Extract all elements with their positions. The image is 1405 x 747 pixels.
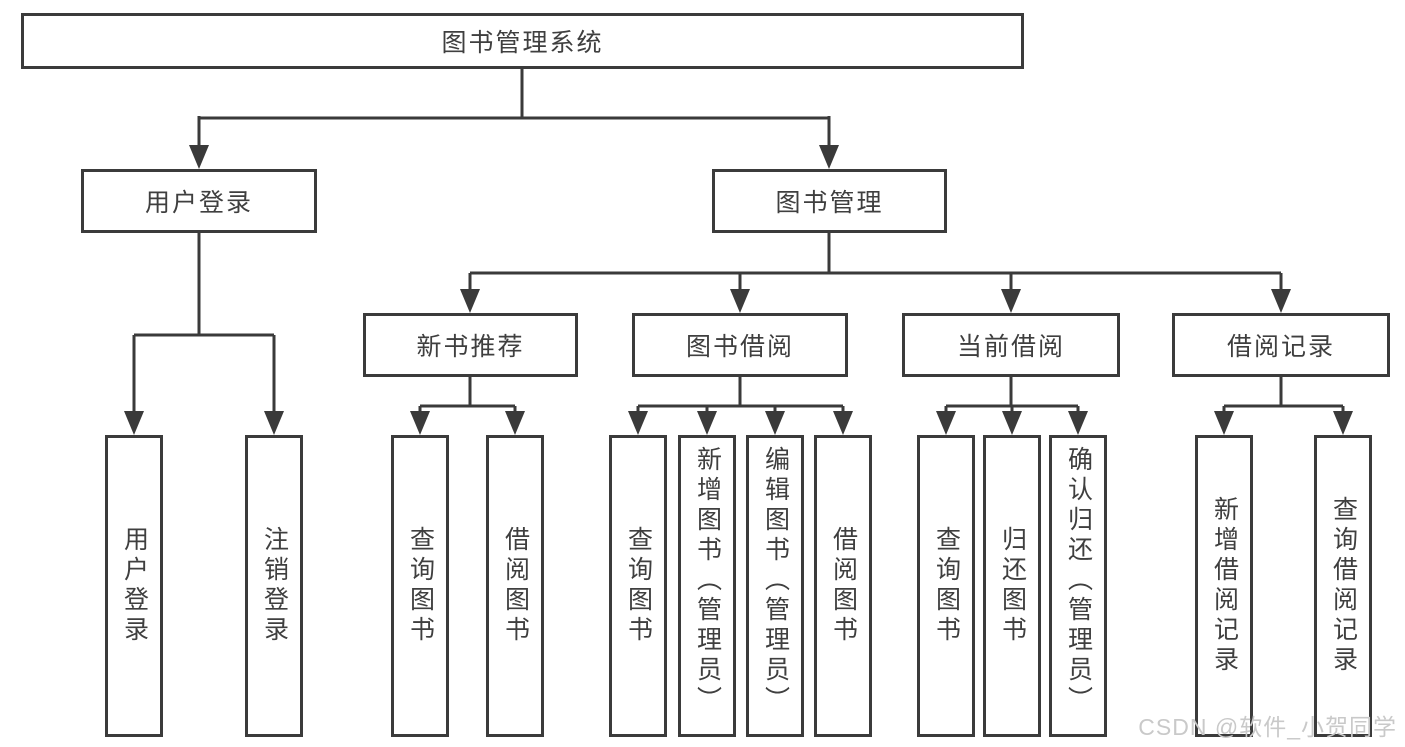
leaf-confirm-return-admin: 确认归还（管理员） (1049, 435, 1107, 737)
node-label: 归还图书 (998, 526, 1027, 646)
leaf-add-borrow-record: 新增借阅记录 (1195, 435, 1253, 737)
node-label: 新增借阅记录 (1210, 496, 1239, 676)
node-current-borrowing: 当前借阅 (902, 313, 1120, 377)
connector-new-book-recommend-branch (418, 377, 517, 417)
arrow-down-icon (189, 145, 839, 169)
node-label: 确认归还（管理员） (1064, 446, 1093, 716)
node-label: 新增图书（管理员） (693, 446, 722, 716)
arrow-down-icon (460, 289, 1291, 313)
node-label: 借阅图书 (501, 526, 530, 646)
node-label: 当前借阅 (956, 333, 1065, 361)
node-new-book-recommend: 新书推荐 (363, 313, 578, 377)
node-label: 借阅记录 (1226, 333, 1335, 361)
leaf-query-books: 查询图书 (391, 435, 449, 737)
leaf-edit-books-admin: 编辑图书（管理员） (746, 435, 804, 737)
leaf-borrow-books: 借阅图书 (486, 435, 544, 737)
connector-root-to-level2 (197, 69, 831, 151)
connector-borrowing-records-branch (1222, 377, 1345, 417)
leaf-query-books: 查询图书 (917, 435, 975, 737)
node-label: 借阅图书 (829, 526, 858, 646)
node-library-management-system: 图书管理系统 (21, 13, 1024, 69)
arrow-down-icon (124, 411, 284, 435)
node-label: 图书管理 (775, 189, 884, 217)
arrow-down-icon (410, 411, 525, 435)
arrow-down-icon (1214, 411, 1353, 435)
node-label: 注销登录 (260, 526, 289, 646)
connector-book-borrowing-branch (636, 377, 845, 417)
node-label: 新书推荐 (416, 333, 525, 361)
leaf-query-books: 查询图书 (609, 435, 667, 737)
node-label: 查询图书 (624, 526, 653, 646)
leaf-return-books: 归还图书 (983, 435, 1041, 737)
node-label: 查询借阅记录 (1329, 496, 1358, 676)
node-borrowing-records: 借阅记录 (1172, 313, 1390, 377)
leaf-query-borrow-record: 查询借阅记录 (1314, 435, 1372, 737)
node-label: 图书借阅 (685, 333, 794, 361)
arrow-down-icon (628, 411, 853, 435)
leaf-user-login: 用户登录 (105, 435, 163, 737)
connector-book-management-to-level3 (468, 233, 1283, 295)
node-label: 用户登录 (120, 526, 149, 646)
leaf-borrow-books: 借阅图书 (814, 435, 872, 737)
connector-current-borrowing-branch (944, 377, 1080, 417)
node-label: 用户登录 (144, 189, 253, 217)
csdn-watermark: CSDN @软件_小贺同学 (1138, 714, 1397, 740)
node-label: 编辑图书（管理员） (761, 446, 790, 716)
node-book-management: 图书管理 (712, 169, 947, 233)
node-book-borrowing: 图书借阅 (632, 313, 848, 377)
connector-user-login-branch (132, 233, 276, 417)
leaf-add-books-admin: 新增图书（管理员） (678, 435, 736, 737)
node-label: 图书管理系统 (441, 29, 604, 57)
arrow-down-icon (936, 411, 1088, 435)
node-label: 查询图书 (932, 526, 961, 646)
leaf-logout: 注销登录 (245, 435, 303, 737)
node-user-login: 用户登录 (81, 169, 317, 233)
node-label: 查询图书 (406, 526, 435, 646)
